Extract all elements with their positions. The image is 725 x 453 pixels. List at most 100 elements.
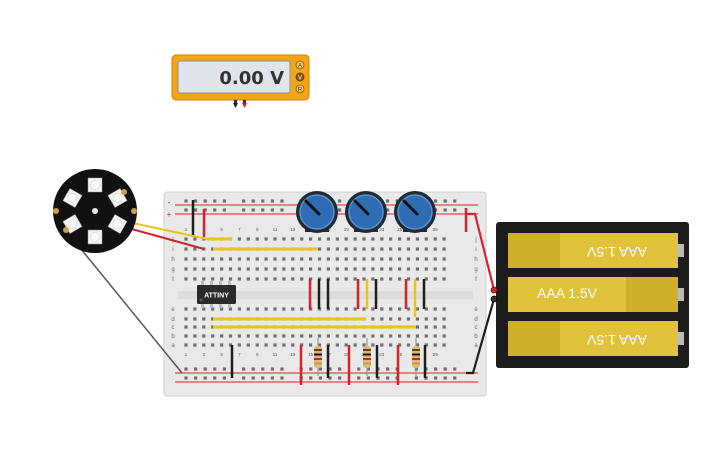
ring-pad[interactable] [53, 208, 59, 214]
breadboard-hole[interactable] [398, 343, 402, 347]
breadboard-hole[interactable] [264, 257, 268, 261]
breadboard-hole[interactable] [433, 334, 437, 338]
breadboard-hole[interactable] [433, 277, 437, 281]
breadboard-hole[interactable] [237, 307, 241, 311]
battery-negative-terminal[interactable] [490, 295, 498, 303]
breadboard-hole[interactable] [362, 237, 366, 241]
breadboard-hole[interactable] [273, 257, 277, 261]
breadboard-hole[interactable] [362, 257, 366, 261]
breadboard-hole[interactable] [184, 208, 188, 212]
breadboard-hole[interactable] [184, 257, 188, 261]
potentiometer[interactable] [296, 191, 338, 233]
breadboard-hole[interactable] [228, 277, 233, 281]
battery-cell-1[interactable]: AAA 1.5V [508, 233, 684, 268]
breadboard-hole[interactable] [309, 257, 313, 261]
ring-pad[interactable] [121, 189, 127, 195]
battery-positive-terminal[interactable] [490, 286, 498, 294]
breadboard-hole[interactable] [270, 199, 274, 203]
breadboard-hole[interactable] [251, 376, 255, 380]
breadboard-hole[interactable] [353, 307, 357, 311]
breadboard-hole[interactable] [380, 343, 384, 347]
breadboard-hole[interactable] [389, 343, 393, 347]
breadboard-hole[interactable] [280, 367, 284, 371]
breadboard-hole[interactable] [261, 208, 265, 212]
breadboard-hole[interactable] [291, 277, 295, 281]
breadboard-hole[interactable] [362, 277, 366, 281]
breadboard-hole[interactable] [255, 334, 259, 338]
breadboard-hole[interactable] [202, 307, 206, 311]
yellow-wire[interactable] [127, 221, 208, 240]
breadboard-hole[interactable] [242, 367, 246, 371]
breadboard-hole[interactable] [317, 343, 322, 347]
potentiometer[interactable] [345, 191, 387, 233]
breadboard-hole[interactable] [264, 307, 268, 311]
breadboard-hole[interactable] [424, 277, 428, 281]
breadboard-hole[interactable] [251, 208, 255, 212]
breadboard-hole[interactable] [184, 267, 188, 271]
breadboard-hole[interactable] [273, 277, 277, 281]
breadboard-hole[interactable] [246, 277, 250, 281]
potentiometer[interactable] [394, 191, 436, 233]
breadboard-hole[interactable] [184, 277, 188, 281]
breadboard-hole[interactable] [202, 334, 206, 338]
breadboard-hole[interactable] [424, 334, 428, 338]
breadboard-hole[interactable] [433, 237, 437, 241]
breadboard-hole[interactable] [389, 307, 393, 311]
breadboard-hole[interactable] [220, 257, 224, 261]
breadboard-hole[interactable] [353, 257, 357, 261]
breadboard-hole[interactable] [434, 376, 438, 380]
breadboard-hole[interactable] [220, 277, 224, 281]
breadboard-hole[interactable] [280, 376, 284, 380]
breadboard-hole[interactable] [380, 317, 384, 321]
breadboard-hole[interactable] [443, 208, 447, 212]
breadboard-hole[interactable] [213, 199, 217, 203]
mode-r-button[interactable] [295, 84, 305, 94]
breadboard-hole[interactable] [398, 247, 402, 251]
breadboard-hole[interactable] [453, 199, 457, 203]
breadboard-hole[interactable] [270, 376, 274, 380]
breadboard-hole[interactable] [353, 334, 357, 338]
breadboard-hole[interactable] [442, 325, 446, 329]
breadboard-hole[interactable] [406, 267, 411, 271]
breadboard-hole[interactable] [389, 257, 393, 261]
breadboard-hole[interactable] [193, 267, 197, 271]
breadboard-hole[interactable] [398, 277, 402, 281]
breadboard-hole[interactable] [211, 277, 215, 281]
breadboard-hole[interactable] [389, 317, 393, 321]
breadboard-hole[interactable] [242, 199, 246, 203]
breadboard-hole[interactable] [371, 317, 375, 321]
breadboard-hole[interactable] [222, 199, 226, 203]
breadboard-hole[interactable] [273, 237, 277, 241]
breadboard-hole[interactable] [291, 257, 295, 261]
breadboard-hole[interactable] [255, 267, 259, 271]
breadboard-hole[interactable] [300, 334, 304, 338]
breadboard-hole[interactable] [270, 367, 274, 371]
breadboard-hole[interactable] [398, 237, 402, 241]
breadboard-hole[interactable] [246, 307, 250, 311]
breadboard-hole[interactable] [282, 237, 286, 241]
breadboard-hole[interactable] [371, 267, 375, 271]
breadboard-hole[interactable] [424, 343, 428, 347]
red-wire[interactable] [127, 227, 205, 250]
breadboard-hole[interactable] [193, 343, 197, 347]
breadboard-hole[interactable] [184, 307, 188, 311]
breadboard-hole[interactable] [237, 334, 241, 338]
breadboard-hole[interactable] [415, 247, 419, 251]
breadboard-hole[interactable] [380, 267, 384, 271]
breadboard-hole[interactable] [389, 237, 393, 241]
breadboard-hole[interactable] [280, 199, 284, 203]
breadboard-hole[interactable] [344, 267, 348, 271]
breadboard-hole[interactable] [264, 277, 268, 281]
breadboard-hole[interactable] [291, 307, 295, 311]
breadboard-hole[interactable] [237, 343, 241, 347]
breadboard-hole[interactable] [317, 247, 322, 251]
breadboard-hole[interactable] [357, 376, 361, 380]
breadboard-hole[interactable] [442, 317, 446, 321]
breadboard-hole[interactable] [309, 267, 313, 271]
breadboard-hole[interactable] [443, 367, 447, 371]
breadboard-hole[interactable] [433, 343, 437, 347]
breadboard-hole[interactable] [184, 237, 188, 241]
breadboard-hole[interactable] [371, 257, 375, 261]
breadboard-hole[interactable] [434, 367, 438, 371]
breadboard-hole[interactable] [353, 237, 357, 241]
